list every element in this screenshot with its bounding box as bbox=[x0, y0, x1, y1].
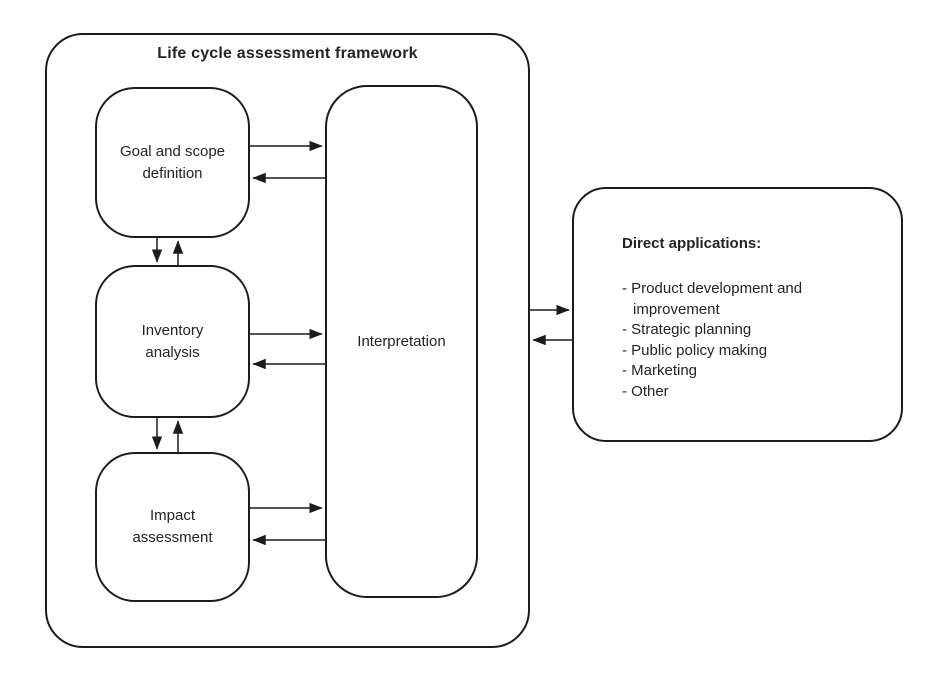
list-item: - Product development and improvement bbox=[622, 280, 803, 318]
direct-applications-content: Direct applications: - Product developme… bbox=[574, 189, 901, 402]
lca-framework-box bbox=[45, 33, 530, 648]
interpretation-box: Interpretation bbox=[325, 85, 478, 598]
goal-scope-box: Goal and scope definition bbox=[95, 87, 250, 238]
inventory-analysis-box: Inventory analysis bbox=[95, 265, 250, 418]
direct-applications-box: Direct applications: - Product developme… bbox=[572, 187, 903, 442]
impact-assessment-box: Impact assessment bbox=[95, 452, 250, 602]
impact-assessment-label: Impact assessment bbox=[132, 507, 213, 546]
list-item: - Marketing bbox=[622, 362, 698, 379]
direct-applications-list: - Product development and improvement - … bbox=[622, 279, 827, 402]
list-item: - Other bbox=[622, 382, 669, 400]
list-item: - Public policy making bbox=[622, 341, 768, 359]
list-item: - Strategic planning bbox=[622, 321, 752, 338]
inventory-analysis-label: Inventory analysis bbox=[141, 321, 204, 361]
framework-title: Life cycle assessment framework bbox=[157, 45, 418, 62]
interpretation-label: Interpretation bbox=[357, 332, 446, 350]
goal-scope-label: Goal and scope definition bbox=[119, 142, 226, 182]
direct-applications-heading: Direct applications: bbox=[622, 235, 762, 252]
